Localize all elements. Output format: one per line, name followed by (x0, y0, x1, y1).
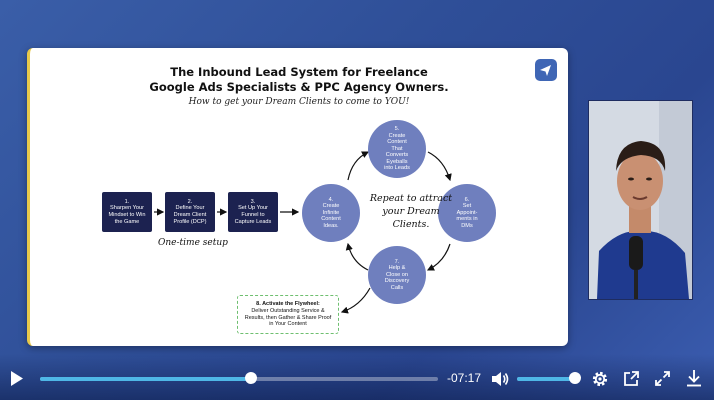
play-icon[interactable] (9, 370, 25, 387)
cycle-step-7: 7. Help & Close on Discovery Calls (368, 246, 426, 304)
step-1-box: 1.Sharpen Your Mindset to Win the Game (102, 192, 152, 232)
time-remaining: -07:17 (447, 371, 482, 385)
volume-slider-handle[interactable] (569, 372, 581, 384)
presenter-video-frame (589, 101, 692, 299)
paper-plane-icon (535, 59, 557, 81)
flywheel-title: 8. Activate the Flywheel: (256, 301, 320, 308)
slide-title: The Inbound Lead System for Freelance Go… (149, 65, 449, 94)
slide-subtitle: How to get your Dream Clients to come to… (188, 97, 410, 107)
flywheel-text: Deliver Outstanding Service & Results, t… (244, 307, 332, 328)
cycle-step-4: 4. Create Infinite Content Ideas. (302, 184, 360, 242)
step-2-box: 2.Define Your Dream Client Profile (DCP) (165, 192, 215, 232)
presentation-slide: The Inbound Lead System for Freelance Go… (27, 48, 568, 346)
step-3-box: 3.Set Up Your Funnel to Capture Leads (228, 192, 278, 232)
repeat-label: Repeat to attract your Dream Clients. (369, 193, 453, 230)
flywheel-box: 8. Activate the Flywheel: Deliver Outsta… (237, 295, 339, 334)
flow-arrows (154, 151, 452, 314)
volume-fill (517, 377, 575, 381)
cycle-step-6: 6. Set Appoint-ments in DMs (438, 184, 496, 242)
fullscreen-icon[interactable] (654, 370, 671, 387)
one-time-setup-label: One-time setup (158, 238, 228, 248)
progress-scrubber[interactable] (244, 372, 257, 384)
external-link-icon[interactable] (623, 370, 640, 387)
volume-icon[interactable] (490, 370, 510, 388)
settings-icon[interactable] (591, 370, 609, 388)
progress-fill (40, 377, 251, 381)
download-icon[interactable] (686, 369, 702, 387)
cycle-step-5: 5. Create Content That Converts Eyeballs… (368, 120, 426, 178)
presenter-webcam (588, 100, 693, 300)
